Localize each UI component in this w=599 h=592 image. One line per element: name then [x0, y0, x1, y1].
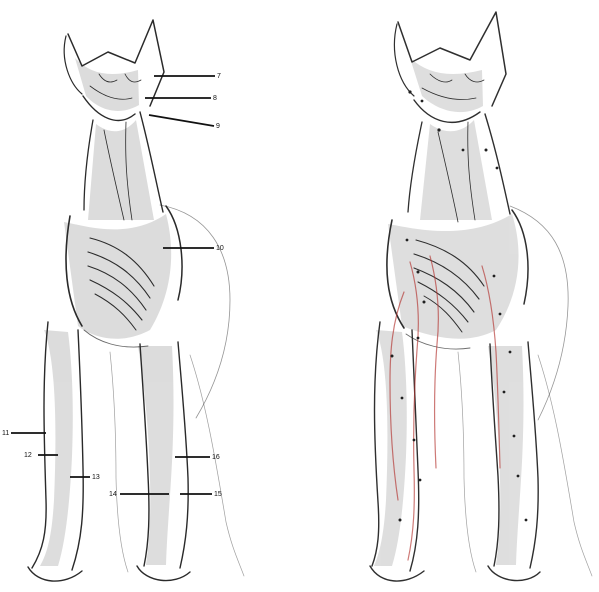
label-7: 7 — [217, 73, 221, 80]
label-14: 14 — [109, 491, 117, 498]
label-16: 16 — [212, 454, 220, 461]
label-9: 9 — [216, 123, 220, 130]
label-12: 12 — [24, 452, 32, 459]
label-13: 13 — [92, 474, 100, 481]
label-8: 8 — [213, 95, 217, 102]
label-15: 15 — [214, 491, 222, 498]
label-10: 10 — [216, 245, 224, 252]
label-11: 11 — [2, 430, 9, 437]
